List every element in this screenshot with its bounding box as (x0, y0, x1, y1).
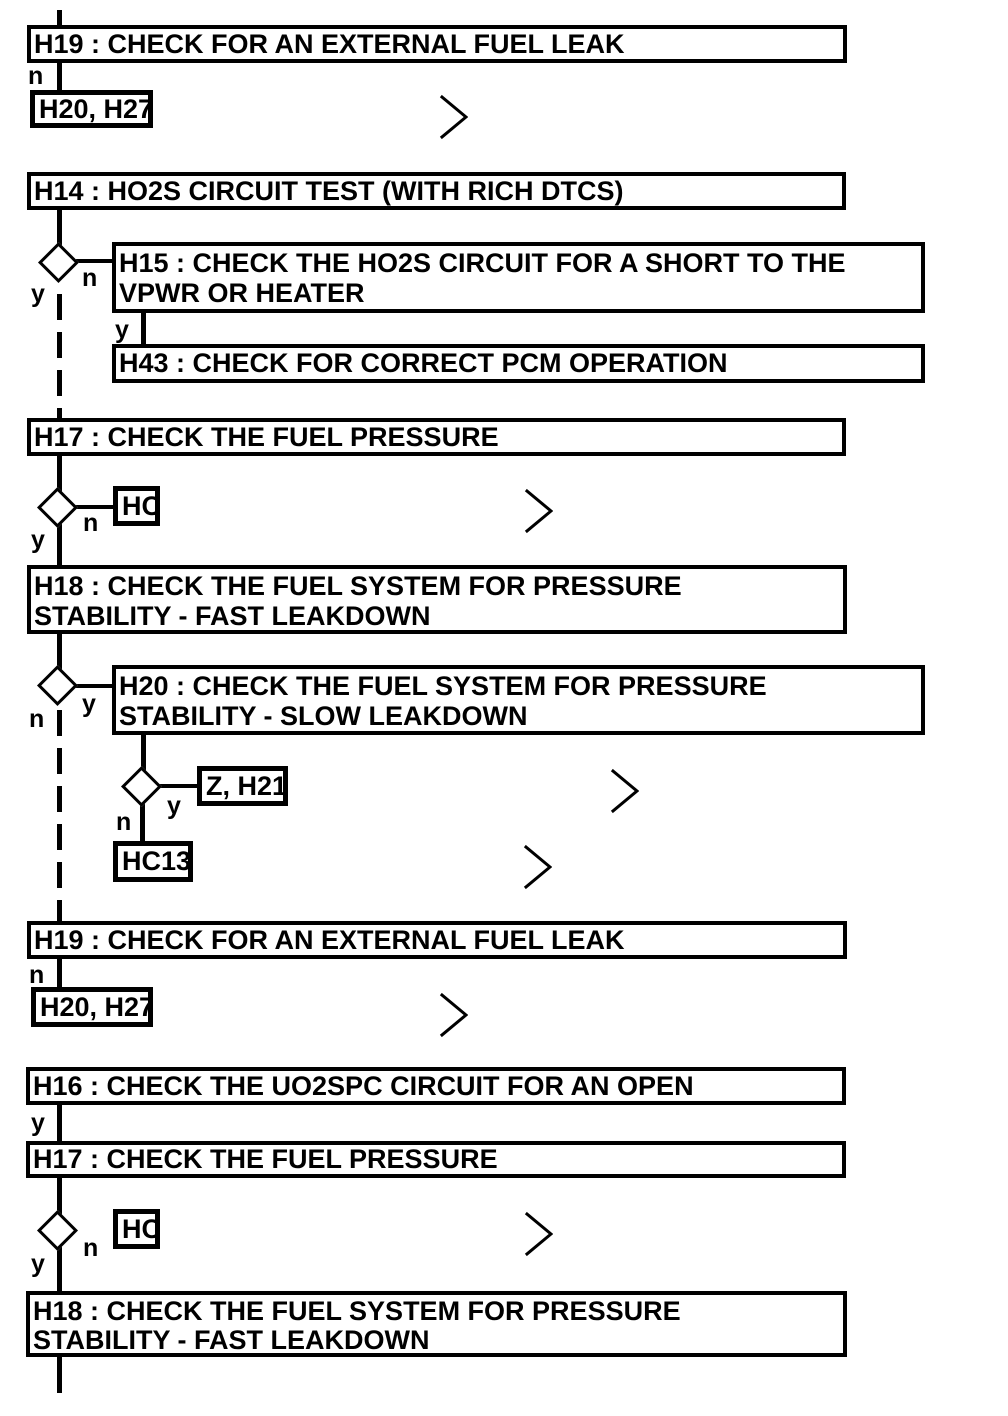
branch-label-yes: y (82, 690, 96, 718)
step-box-h18-top: H18 : CHECK THE FUEL SYSTEM FOR PRESSURE… (27, 565, 847, 634)
step-box-h17-bottom: H17 : CHECK THE FUEL PRESSURE (26, 1141, 846, 1178)
connector-line (57, 957, 62, 989)
step-box-h15-line1: H15 : CHECK THE HO2S CIRCUIT FOR A SHORT… (119, 248, 846, 278)
step-box-h43: H43 : CHECK FOR CORRECT PCM OPERATION (112, 344, 925, 383)
branch-label-yes: y (167, 792, 181, 820)
decision-diamond (36, 486, 79, 529)
decision-diamond (36, 664, 79, 707)
connector-line (140, 800, 145, 843)
dashed-connector-line (57, 710, 62, 923)
connector-line (57, 208, 62, 250)
connector-line (57, 454, 62, 494)
ref-box-hc-bottom: HC (113, 1209, 160, 1249)
continue-chevron-icon (524, 1211, 553, 1257)
continue-chevron-icon (523, 844, 552, 890)
step-box-h17-top: H17 : CHECK THE FUEL PRESSURE (27, 418, 846, 456)
ref-box-hc-top: HC (113, 486, 160, 526)
step-box-h20-line2: STABILITY - SLOW LEAKDOWN (119, 701, 528, 731)
branch-line (76, 259, 114, 263)
continue-chevron-icon (610, 768, 639, 814)
branch-label-yes: y (31, 526, 45, 554)
step-box-h16: H16 : CHECK THE UO2SPC CIRCUIT FOR AN OP… (26, 1067, 846, 1105)
step-box-h20-line1: H20 : CHECK THE FUEL SYSTEM FOR PRESSURE (119, 671, 767, 701)
branch-line (75, 684, 114, 688)
connector-line (57, 10, 62, 25)
branch-label-yes: y (115, 316, 129, 344)
connector-line (141, 311, 146, 346)
step-box-h19-bottom: H19 : CHECK FOR AN EXTERNAL FUEL LEAK (27, 921, 847, 959)
branch-line (75, 505, 115, 509)
dashed-connector-line (57, 294, 62, 420)
ref-box-z-h21: Z, H21 (197, 766, 288, 806)
ref-box-hc13: HC13 (113, 841, 193, 882)
ref-box-h20-h27-top: H20, H27 (30, 90, 153, 128)
continue-chevron-icon (439, 94, 468, 140)
continue-chevron-icon (439, 992, 468, 1038)
connector-line (57, 1103, 62, 1143)
connector-line (141, 731, 146, 772)
step-box-h18-bottom: H18 : CHECK THE FUEL SYSTEM FOR PRESSURE… (26, 1291, 847, 1357)
branch-label-no: n (83, 509, 99, 537)
branch-label-no: n (29, 961, 45, 989)
continue-chevron-icon (524, 488, 553, 534)
branch-line (158, 784, 199, 788)
branch-label-no: n (29, 705, 45, 733)
connector-line (57, 61, 62, 92)
connector-line (57, 1355, 62, 1393)
branch-label-no: n (82, 264, 98, 292)
step-box-h18-top-line1: H18 : CHECK THE FUEL SYSTEM FOR PRESSURE (34, 571, 682, 601)
branch-label-no: n (83, 1234, 99, 1262)
connector-line (57, 1244, 62, 1293)
step-box-h14: H14 : HO2S CIRCUIT TEST (WITH RICH DTCS) (27, 172, 846, 210)
step-box-h18-bottom-line2: STABILITY - FAST LEAKDOWN (33, 1325, 430, 1355)
connector-line (57, 631, 62, 673)
connector-line (57, 1176, 62, 1218)
branch-label-no: n (116, 808, 132, 836)
decision-diamond (120, 765, 163, 808)
step-box-h20: H20 : CHECK THE FUEL SYSTEM FOR PRESSURE… (112, 665, 925, 735)
decision-diamond (36, 1209, 79, 1252)
branch-label-yes: y (31, 280, 45, 308)
ref-box-h20-h27-bottom: H20, H27 (31, 987, 153, 1027)
branch-label-no: n (28, 62, 44, 90)
connector-line (57, 521, 62, 567)
step-box-h19-top: H19 : CHECK FOR AN EXTERNAL FUEL LEAK (27, 25, 847, 63)
decision-diamond (37, 241, 80, 284)
step-box-h18-top-line2: STABILITY - FAST LEAKDOWN (34, 601, 431, 631)
step-box-h15: H15 : CHECK THE HO2S CIRCUIT FOR A SHORT… (112, 242, 925, 313)
step-box-h18-bottom-line1: H18 : CHECK THE FUEL SYSTEM FOR PRESSURE (33, 1296, 681, 1326)
branch-label-yes: y (31, 1109, 45, 1137)
branch-label-yes: y (31, 1250, 45, 1278)
step-box-h15-line2: VPWR OR HEATER (119, 278, 365, 308)
